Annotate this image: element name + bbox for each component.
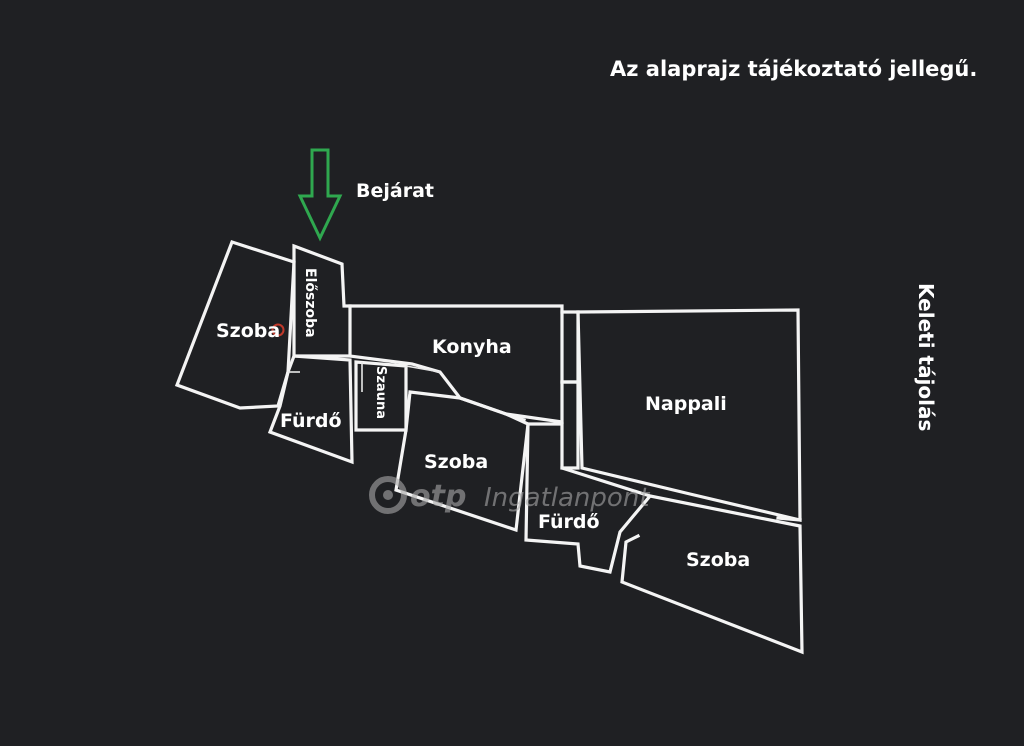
room-label-nappali: Nappali [645, 393, 727, 415]
room-label-szoba-middle: Szoba [424, 451, 488, 473]
disclaimer-text: Az alaprajz tájékoztató jellegű. [610, 57, 977, 81]
orientation-label: Keleti tájolás [914, 283, 938, 431]
room-label-furdo-right: Fürdő [538, 511, 600, 533]
marker-icon [271, 323, 285, 337]
watermark-suffix: Ingatlanpont [484, 483, 650, 513]
room-outline-nappali [576, 308, 802, 523]
room-outline-furdo-left [267, 354, 354, 465]
room-label-szoba-left: Szoba [216, 320, 280, 342]
entrance-arrow-icon [297, 148, 343, 242]
room-outline-furdo-right [524, 422, 653, 574]
watermark: otp Ingatlanpont [369, 476, 650, 514]
watermark-brand: otp [410, 479, 466, 514]
otp-logo-icon [369, 476, 407, 514]
room-label-konyha: Konyha [432, 336, 512, 358]
room-outline-szoba-middle [394, 390, 530, 533]
room-label-furdo-left: Fürdő [280, 410, 342, 432]
room-label-eloszoba: Előszoba [302, 268, 318, 338]
room-label-szoba-right: Szoba [686, 549, 750, 571]
room-outline-szoba-right [620, 494, 804, 655]
entrance-label: Bejárat [356, 180, 434, 202]
room-label-szauna: Szauna [373, 366, 388, 419]
